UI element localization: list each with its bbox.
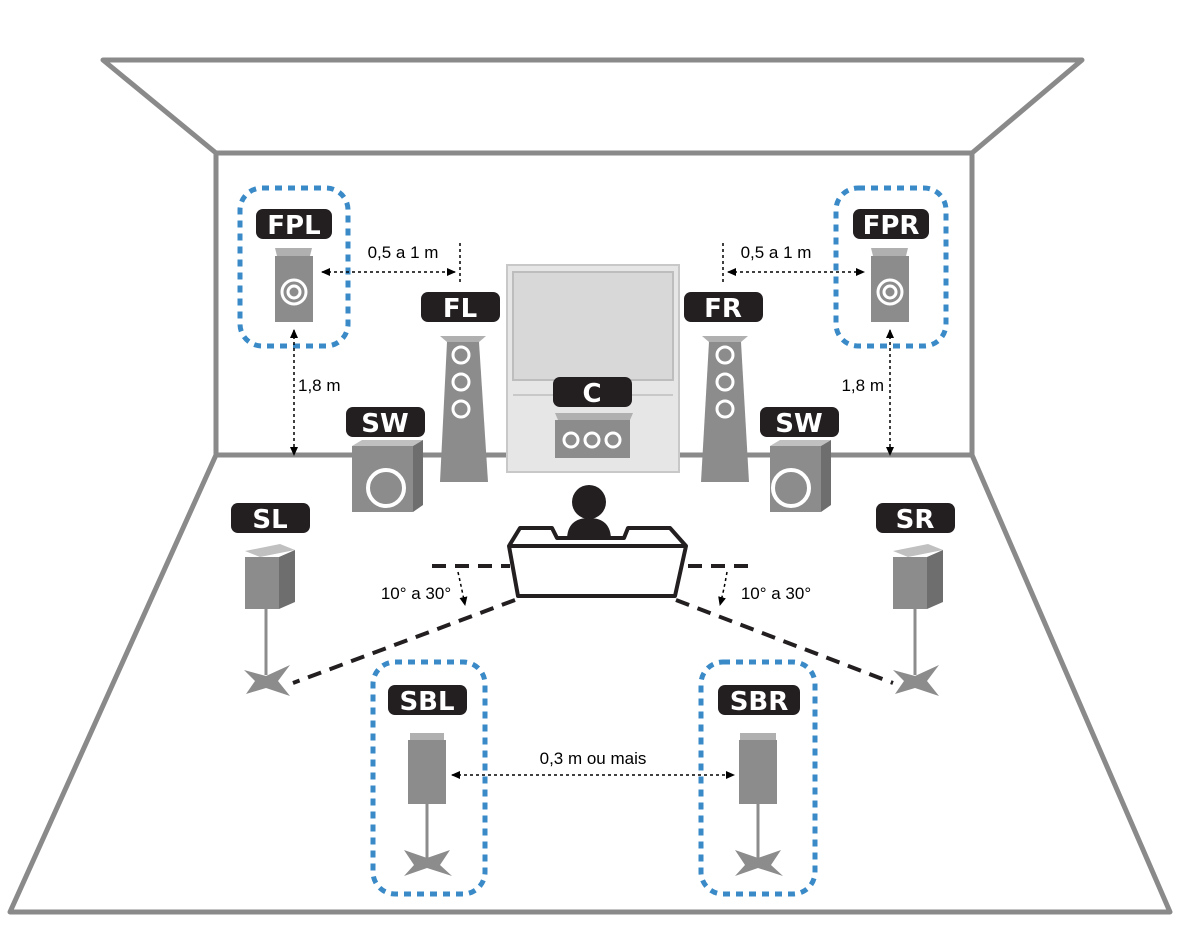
label-sw-right: SW <box>760 407 839 439</box>
label-sr: SR <box>876 503 955 535</box>
fpr-gap-label: 0,5 a 1 m <box>741 243 812 262</box>
surround-back-left-speaker-icon <box>404 733 452 876</box>
label-sl: SL <box>231 503 310 535</box>
ceiling-outline <box>100 57 1085 156</box>
label-sbr: SBR <box>718 685 800 717</box>
dimension-labels: 0,5 a 1 m 0,5 a 1 m 1,8 m 1,8 m 10° a 30… <box>298 243 884 768</box>
front-left-speaker-icon <box>440 336 488 482</box>
angle-guides <box>292 564 894 685</box>
svg-text:SBR: SBR <box>730 687 789 717</box>
front-right-speaker-icon <box>701 336 749 482</box>
svg-text:FL: FL <box>443 294 477 324</box>
listener-icon <box>567 485 611 540</box>
right-angle-arc <box>718 571 728 606</box>
label-c: C <box>553 377 632 409</box>
svg-text:C: C <box>582 379 601 409</box>
svg-text:SL: SL <box>252 505 287 535</box>
subwoofer-right-icon <box>770 440 831 512</box>
label-fr: FR <box>684 292 763 324</box>
surround-back-gap-label: 0,3 m ou mais <box>540 749 647 768</box>
label-fl: FL <box>421 292 500 324</box>
label-fpl: FPL <box>256 209 332 241</box>
fpl-height-label: 1,8 m <box>298 376 341 395</box>
highlight-fpr <box>833 185 949 349</box>
front-presence-left-speaker-icon <box>275 248 313 322</box>
svg-text:FPL: FPL <box>267 211 320 241</box>
subwoofer-left-icon <box>352 440 423 512</box>
center-speaker-icon <box>555 413 633 458</box>
svg-text:SR: SR <box>896 505 935 535</box>
svg-text:SW: SW <box>775 409 822 439</box>
surround-back-right-speaker-icon <box>735 733 783 876</box>
fpl-gap-label: 0,5 a 1 m <box>368 243 439 262</box>
svg-text:FR: FR <box>704 294 742 324</box>
svg-text:SBL: SBL <box>399 687 454 717</box>
sofa-icon <box>507 526 688 598</box>
fpr-height-label: 1,8 m <box>841 376 884 395</box>
svg-text:FPR: FPR <box>863 211 920 241</box>
label-sbl: SBL <box>388 685 467 717</box>
surround-left-speaker-icon <box>244 544 295 696</box>
front-presence-right-speaker-icon <box>871 248 909 322</box>
dimension-lines <box>290 243 894 779</box>
label-fpr: FPR <box>853 209 929 241</box>
speaker-labels: FPL FPR FL FR C SW SW SL <box>231 209 955 717</box>
left-angle-arc <box>457 571 468 606</box>
left-angle-label: 10° a 30° <box>381 584 451 603</box>
svg-text:SW: SW <box>361 409 408 439</box>
label-sw-left: SW <box>346 407 425 439</box>
right-angle-label: 10° a 30° <box>741 584 811 603</box>
surround-right-speaker-icon <box>893 544 943 696</box>
